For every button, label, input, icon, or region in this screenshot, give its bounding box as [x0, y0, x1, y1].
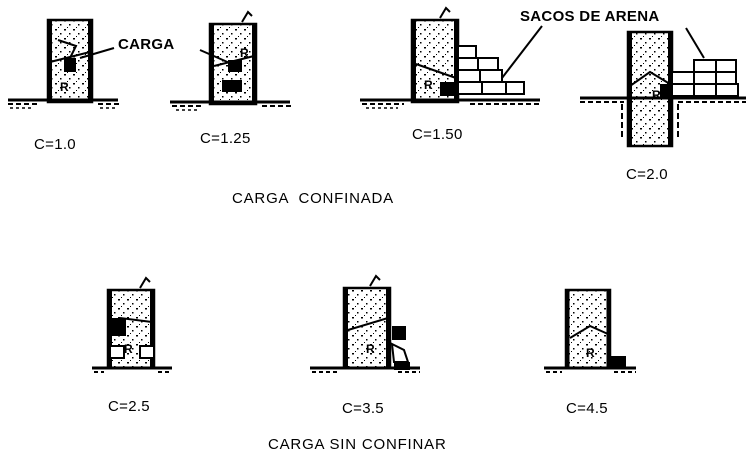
- c-label-2-5: C=2.5: [108, 398, 150, 415]
- c-label-2-0: C=2.0: [626, 166, 668, 183]
- confined-section-caption: CARGA CONFINADA: [232, 190, 394, 207]
- specimen-letter-2: R: [240, 46, 249, 60]
- case-c-3-5-figure: [310, 274, 420, 373]
- c-label-3-5: C=3.5: [342, 400, 384, 417]
- case-c-1-0-figure: [8, 18, 120, 109]
- specimen-letter-5: R: [124, 342, 133, 356]
- c-label-1-25: C=1.25: [200, 130, 251, 147]
- case-c-1-50-figure: [360, 6, 540, 109]
- case-c-2-5-figure: [92, 276, 172, 373]
- specimen-letter-6: R: [366, 342, 375, 356]
- carga-callout-leader: [79, 47, 233, 65]
- c-label-1-0: C=1.0: [34, 136, 76, 153]
- specimen-letter-4: R: [652, 88, 661, 102]
- unconfined-section-caption: CARGA SIN CONFINAR: [268, 436, 447, 453]
- sacos-callout-leader: [501, 25, 705, 79]
- c-label-4-5: C=4.5: [566, 400, 608, 417]
- case-c-1-25-figure: [170, 10, 292, 111]
- case-c-2-0-figure: [580, 30, 746, 148]
- specimen-letter-3: R: [424, 78, 433, 92]
- carga-callout-label: CARGA: [118, 36, 175, 53]
- c-label-1-50: C=1.50: [412, 126, 463, 143]
- case-c-4-5-figure: [544, 288, 636, 373]
- specimen-letter-7: R: [586, 346, 595, 360]
- sacos-de-arena-callout-label: SACOS DE ARENA: [520, 8, 660, 25]
- specimen-letter-1: R: [60, 80, 69, 94]
